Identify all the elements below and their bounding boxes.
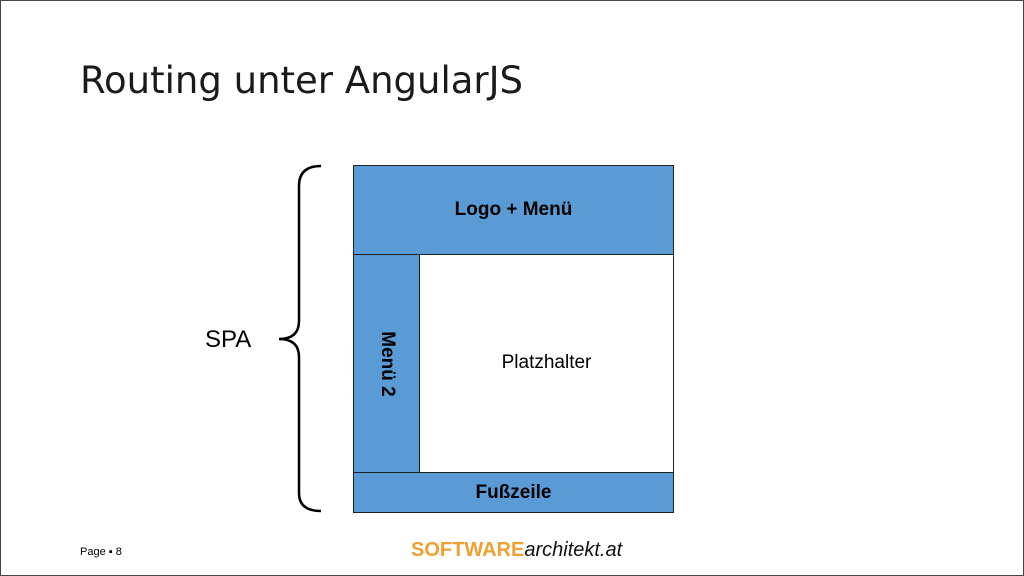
logo-software-text: SOFTWARE bbox=[411, 539, 525, 561]
side-menu-box: Menü 2 bbox=[353, 254, 420, 473]
logo-architekt-text: architekt.at bbox=[524, 539, 623, 561]
placeholder-box: Platzhalter bbox=[419, 254, 674, 473]
page-number: Page ▪ 8 bbox=[80, 546, 122, 558]
brand-logo: SOFTWAREarchitekt.at bbox=[411, 539, 622, 562]
footer-label: Fußzeile bbox=[475, 481, 552, 503]
spa-label: SPA bbox=[205, 326, 252, 353]
side-menu-label: Menü 2 bbox=[376, 330, 398, 397]
curly-brace bbox=[278, 164, 322, 513]
header-label: Logo + Menü bbox=[454, 199, 573, 220]
header-box: Logo + Menü bbox=[353, 165, 674, 255]
footer-box: Fußzeile bbox=[353, 472, 674, 513]
slide-title: Routing unter AngularJS bbox=[80, 59, 524, 102]
placeholder-label: Platzhalter bbox=[501, 351, 592, 373]
